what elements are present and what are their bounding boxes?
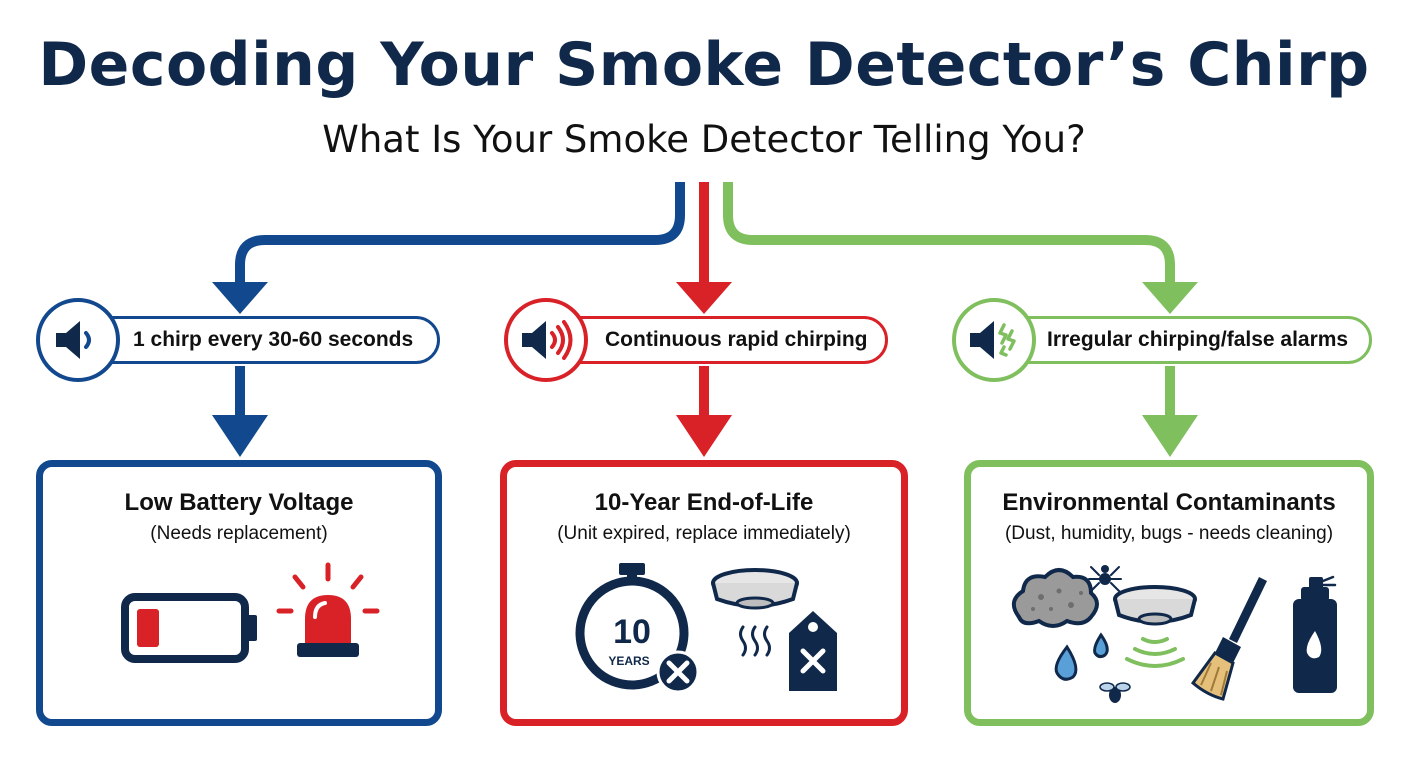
chirp-pattern-pill-2: Continuous rapid chirping [536,316,888,364]
speaker-erratic-icon [952,298,1036,382]
cause-detail: (Dust, humidity, bugs - needs cleaning) [1004,523,1334,544]
fly-icon [1099,682,1131,703]
green-arrowhead-top [1142,282,1198,314]
cause-detail: (Needs replacement) [150,523,328,544]
cause-title: 10-Year End-of-Life [594,489,814,516]
brush-icon [1190,577,1267,701]
chirp-pattern-label: 1 chirp every 30-60 seconds [133,328,414,351]
cause-title: Low Battery Voltage [124,489,354,516]
chirp-pattern-label: Irregular chirping/false alarms [1047,328,1349,351]
smoke-detector-icon [1113,585,1197,668]
low-battery-icon [121,593,257,663]
page-title: Decoding Your Smoke Detector’s Chirp [38,30,1370,100]
blue-arrowhead-top [212,282,268,314]
dust-cloud-icon [1011,568,1099,628]
timer-icon: 10 YEARS [575,563,700,694]
cause-title: Environmental Contaminants [1002,489,1336,516]
timer-number: 10 [613,613,651,651]
smoke-detector-icon [711,568,799,657]
alarm-beacon-icon [276,562,380,657]
water-drops-icon [1054,632,1109,681]
blue-connector-line [235,182,685,290]
spray-can-icon [1293,575,1337,693]
cause-card-environmental: Environmental Contaminants (Dust, humidi… [964,460,1374,726]
chirp-pattern-pill-3: Irregular chirping/false alarms [988,316,1372,364]
chirp-pattern-pill-1: 1 chirp every 30-60 seconds [68,316,440,364]
blue-arrowhead-bottom [212,415,268,457]
cause-card-end-of-life: 10-Year End-of-Life (Unit expired, repla… [500,460,908,726]
speaker-loud-icon [504,298,588,382]
red-arrowhead-bottom [676,415,732,457]
cause-detail: (Unit expired, replace immediately) [557,523,851,544]
red-arrowhead-top [676,282,732,314]
spider-icon [1088,565,1122,592]
timer-unit: YEARS [608,654,649,668]
speaker-icon [36,298,120,382]
page-subtitle: What Is Your Smoke Detector Telling You? [322,118,1086,161]
green-arrowhead-bottom [1142,415,1198,457]
expired-tag-icon [789,611,837,691]
chirp-pattern-label: Continuous rapid chirping [605,328,868,351]
green-connector-line [723,182,1175,290]
cause-card-low-battery: Low Battery Voltage (Needs replacement) [36,460,442,726]
